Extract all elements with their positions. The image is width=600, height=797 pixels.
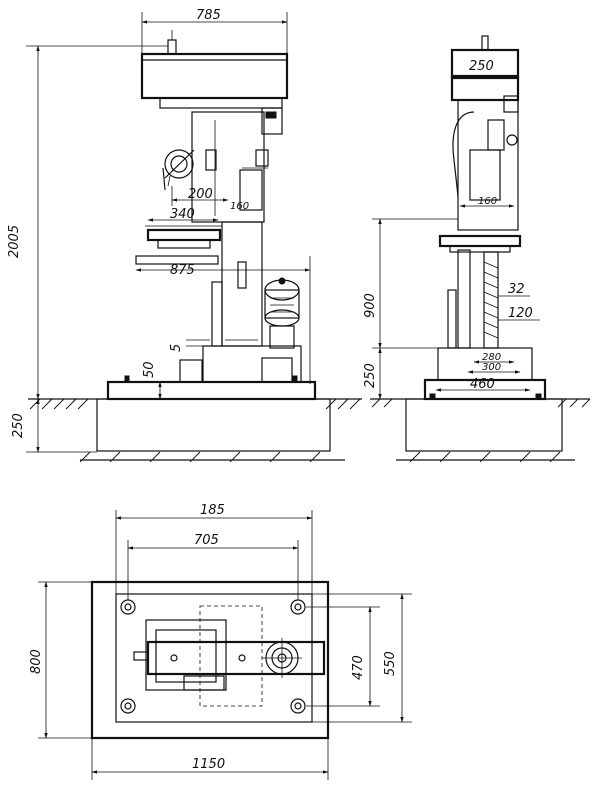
dim-front-50: 50 [142,361,157,378]
side-table [438,234,522,248]
front-handwheel [162,149,195,191]
front-column-base [202,345,302,383]
dim-plan-550: 550 [383,651,398,676]
dim-front-total-height: 2005 [7,225,22,258]
dim-front-200: 200 [188,187,213,202]
dim-front-875: 875 [170,263,195,278]
dim-plan-1150: 1150 [192,757,225,772]
dim-side-32: 32 [508,282,525,297]
front-ground [28,398,362,463]
side-lead-screw [483,251,499,349]
front-motor [264,277,300,349]
plan-foundation [90,580,330,740]
dim-plan-185: 185 [200,503,225,518]
front-spindle-head [191,111,265,223]
dim-front-5: 5 [169,344,184,352]
front-column [221,221,263,347]
dim-side-460: 460 [470,377,495,392]
dim-front-160: 160 [230,201,249,212]
dim-plan-800: 800 [29,649,44,674]
side-ground [370,398,591,463]
plan-view: 185 705 800 470 550 1150 [29,503,412,780]
front-base-plate [106,380,317,401]
dim-side-250: 250 [363,363,378,388]
side-view: 250 160 900 250 32 120 280 300 460 [363,35,591,463]
front-table [146,228,222,242]
dim-side-head-width: 250 [469,59,494,74]
dim-front-foundation-depth: 250 [11,413,26,438]
front-view: 785 2005 250 200 160 340 875 5 50 [7,8,362,463]
dim-front-340: 340 [170,207,195,222]
dim-plan-470: 470 [351,655,366,680]
plan-base-plate [115,593,313,723]
dim-side-300: 300 [482,362,501,373]
dim-side-160: 160 [478,196,497,207]
plan-spindle [262,638,302,678]
dim-plan-705: 705 [194,533,219,548]
dim-side-280: 280 [482,352,501,363]
dim-front-top-width: 785 [196,8,221,23]
dim-side-120: 120 [508,306,533,321]
dim-side-900: 900 [363,293,378,318]
